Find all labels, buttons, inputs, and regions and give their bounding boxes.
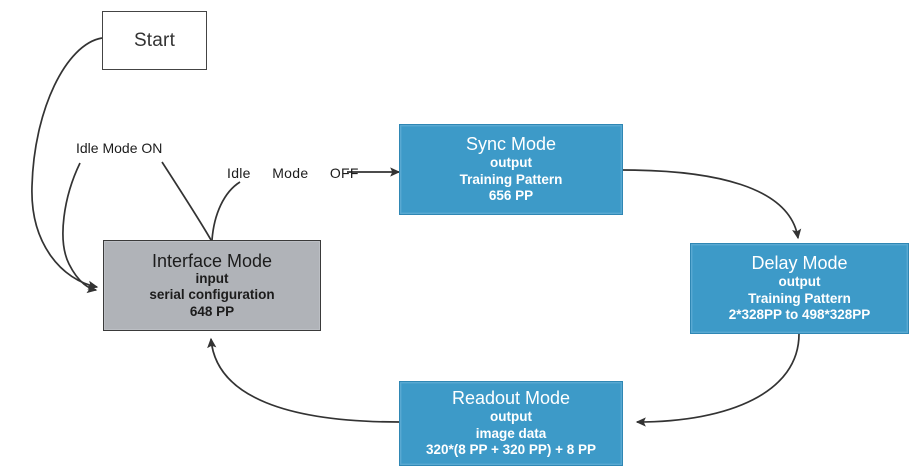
node-interface-mode-line1: input [195,270,229,286]
node-readout-mode-title: Readout Mode [451,388,571,409]
node-interface-mode[interactable]: Interface Mode input serial configuratio… [103,240,321,331]
node-delay-mode-title: Delay Mode [751,253,848,274]
node-delay-mode-line1: output [778,274,821,290]
node-sync-mode-line3: 656 PP [488,188,534,204]
node-start[interactable]: Start [102,11,207,70]
node-interface-mode-line3: 648 PP [189,303,235,319]
node-delay-mode[interactable]: Delay Mode output Training Pattern 2*328… [690,243,909,334]
edge-start-to-interface [31,37,103,290]
node-sync-mode-line2: Training Pattern [459,171,563,187]
node-interface-mode-title: Interface Mode [151,250,273,271]
edge-label-idle-mode-off: Idle Mode OFF [227,165,359,181]
node-delay-mode-line3: 2*328PP to 498*328PP [728,307,871,323]
edge-sync-to-delay [622,169,802,240]
edge-label-idle-mode-off-word1: Idle [227,165,251,181]
edge-label-idle-mode-on: Idle Mode ON [76,140,163,156]
node-sync-mode[interactable]: Sync Mode output Training Pattern 656 PP [399,124,623,215]
node-delay-mode-line2: Training Pattern [748,290,851,306]
node-readout-mode-line2: image data [475,425,547,441]
edge-label-idle-mode-off-word2: Mode [272,165,309,181]
node-sync-mode-title: Sync Mode [465,134,557,155]
edge-label-idle-mode-off-word3: OFF [329,165,359,181]
node-start-title: Start [133,29,176,51]
node-readout-mode[interactable]: Readout Mode output image data 320*(8 PP… [399,381,623,466]
node-readout-mode-line3: 320*(8 PP + 320 PP) + 8 PP [425,442,597,458]
edge-delay-to-readout [635,333,800,427]
node-sync-mode-line1: output [490,155,532,171]
node-interface-mode-line2: serial configuration [149,287,275,303]
node-readout-mode-line1: output [490,409,532,425]
edge-idle-on-tail [161,161,212,241]
edge-interface-to-idle-off [211,181,241,241]
edge-readout-to-interface [207,337,400,423]
edge-idle-on-to-interface [62,162,98,294]
